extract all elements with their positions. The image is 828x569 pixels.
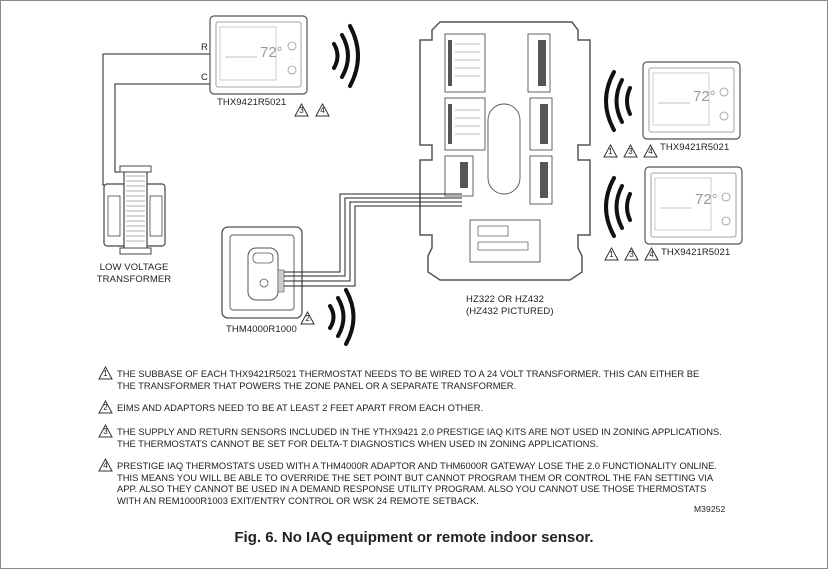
thermostat-temp-readout: 72° [693,88,716,105]
warning-icon: 4 [644,247,659,261]
wireless-signal-icon [328,288,356,346]
thermostat-temp-readout: 72° [695,191,718,208]
warning-icon: 2 [98,400,113,414]
warning-icon: 3 [98,424,113,438]
transformer-wires [102,51,212,186]
adaptor-model-label: THM4000R1000 [226,324,297,335]
wire-c-label: C [201,72,208,83]
thermostat-temp-readout: 72° [260,44,283,61]
figure-caption: Fig. 6. No IAQ equipment or remote indoo… [234,529,594,546]
warning-icon: 3 [623,144,638,158]
warning-icon: 1 [603,144,618,158]
warning-icon: 3 [624,247,639,261]
wireless-signal-icon [604,70,632,132]
warning-icon: 1 [98,366,113,380]
thermostat-model-label: THX9421R5021 [660,142,730,153]
thermostat-right-top [642,61,741,140]
adaptor-to-panel-wires [284,193,462,287]
wireless-signal-icon [332,24,360,88]
wireless-signal-icon [604,176,632,238]
thermostat-model-label: THX9421R5021 [217,97,287,108]
wire-r-label: R [201,42,208,53]
warning-icon: 1 [604,247,619,261]
low-voltage-transformer [103,165,166,255]
zone-panel-hz432 [419,21,591,281]
drawing-code: M39252 [694,504,726,514]
zone-panel-label: (HZ432 PICTURED) [466,306,554,317]
zone-panel-label: HZ322 OR HZ432 [466,294,544,305]
transformer-label: LOW VOLTAGE [99,262,169,273]
thermostat-model-label: THX9421R5021 [661,247,731,258]
thermostat-top-left: ◦ ◦ [209,15,308,95]
warning-icon: 3 [294,103,309,117]
warning-icon: 4 [643,144,658,158]
transformer-label: TRANSFORMER [96,274,172,285]
note-text: EIMS AND ADAPTORS NEED TO BE AT LEAST 2 … [117,402,484,413]
warning-icon: 4 [315,103,330,117]
note-text: PRESTIGE IAQ THERMOSTATS USED WITH A THM… [117,460,717,506]
thermostat-right-bottom [644,166,743,245]
warning-icon: 4 [98,458,113,472]
thm4000r1000-adaptor [221,226,303,319]
warning-icon: 2 [300,311,315,325]
note-text: THE SUPPLY AND RETURN SENSORS INCLUDED I… [117,426,722,449]
svg-text:◦ ◦: ◦ ◦ [290,56,295,61]
note-text: THE SUBBASE OF EACH THX9421R5021 THERMOS… [117,368,700,391]
